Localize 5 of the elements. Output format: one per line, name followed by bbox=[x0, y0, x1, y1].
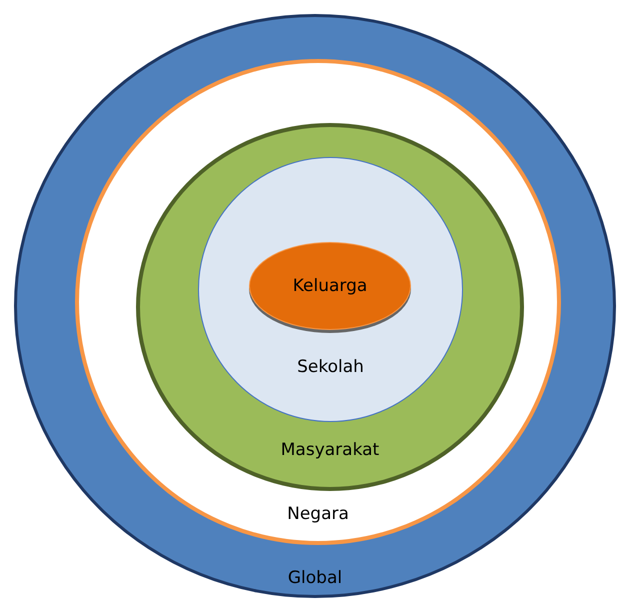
ring-label: Negara bbox=[287, 503, 349, 525]
ring-label: Masyarakat bbox=[280, 439, 380, 461]
ring-label: Keluarga bbox=[292, 275, 368, 297]
ring-label: Sekolah bbox=[297, 356, 364, 378]
ring-label: Global bbox=[288, 567, 342, 589]
